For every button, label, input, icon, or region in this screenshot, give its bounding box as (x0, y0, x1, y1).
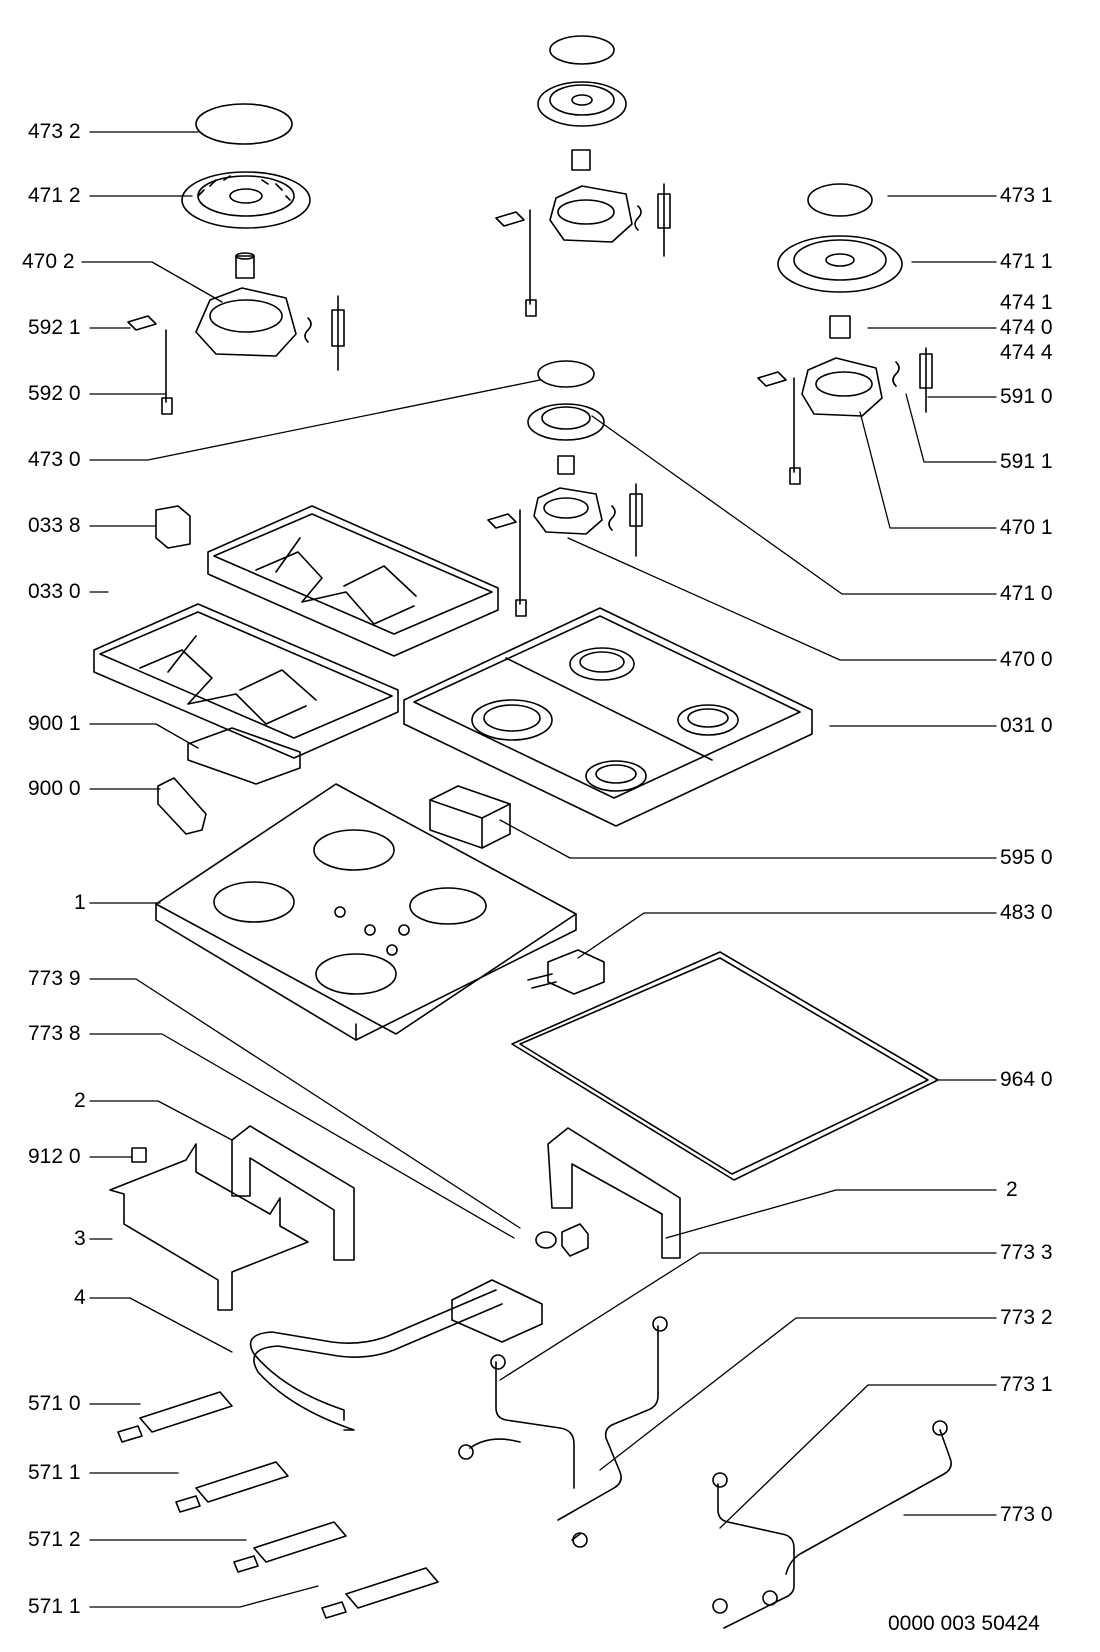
burner-right-group (757, 183, 933, 485)
hob-top-panel (403, 607, 813, 827)
label-773-9: 773 9 (28, 967, 81, 990)
label-571-2: 571 2 (28, 1528, 81, 1551)
brackets (109, 1125, 681, 1311)
gas-manifold (249, 1223, 589, 1431)
label-773-8: 773 8 (28, 1022, 81, 1045)
label-1: 1 (74, 891, 86, 914)
label-483-0: 483 0 (1000, 901, 1053, 924)
label-474-0: 474 0 (1000, 316, 1053, 339)
label-900-1: 900 1 (28, 712, 81, 735)
seal-gasket (511, 951, 939, 1181)
label-571-1-b: 571 1 (28, 1595, 81, 1618)
burner-left-group (127, 103, 345, 415)
label-474-4: 474 4 (1000, 341, 1053, 364)
leader-lines (81, 131, 997, 1608)
label-2-right: 2 (1006, 1178, 1018, 1201)
label-773-3: 773 3 (1000, 1241, 1053, 1264)
label-474-1: 474 1 (1000, 291, 1053, 314)
label-3: 3 (74, 1227, 86, 1250)
base-pan (155, 783, 577, 1041)
transformer (429, 785, 511, 849)
label-470-1: 470 1 (1000, 516, 1053, 539)
label-470-2: 470 2 (22, 250, 75, 273)
label-591-1: 591 1 (1000, 450, 1053, 473)
label-2-left: 2 (74, 1089, 86, 1112)
label-773-0: 773 0 (1000, 1503, 1053, 1526)
label-470-0: 470 0 (1000, 648, 1053, 671)
label-900-0: 900 0 (28, 777, 81, 800)
burner-center-mid-group (487, 360, 643, 617)
label-571-1-a: 571 1 (28, 1461, 81, 1484)
label-912-0: 912 0 (28, 1145, 81, 1168)
document-id: 0000 003 50424 (888, 1612, 1040, 1635)
label-473-1: 473 1 (1000, 184, 1053, 207)
label-964-0: 964 0 (1000, 1068, 1053, 1091)
label-473-0: 473 0 (28, 448, 81, 471)
label-033-0: 033 0 (28, 580, 81, 603)
label-471-1: 471 1 (1000, 250, 1053, 273)
label-773-2: 773 2 (1000, 1306, 1053, 1329)
label-773-1: 773 1 (1000, 1373, 1053, 1396)
label-595-0: 595 0 (1000, 846, 1053, 869)
small-clips (155, 505, 301, 835)
label-471-2: 471 2 (28, 184, 81, 207)
burner-center-top-group (495, 35, 671, 317)
gas-taps (117, 1391, 439, 1619)
label-592-1: 592 1 (28, 316, 81, 339)
terminal-block (527, 949, 605, 995)
label-591-0: 591 0 (1000, 385, 1053, 408)
label-033-8: 033 8 (28, 514, 81, 537)
label-473-2: 473 2 (28, 120, 81, 143)
label-571-0: 571 0 (28, 1392, 81, 1415)
label-471-0: 471 0 (1000, 582, 1053, 605)
pan-supports (93, 505, 499, 759)
label-592-0: 592 0 (28, 382, 81, 405)
label-4: 4 (74, 1286, 86, 1309)
injector-pipes (458, 1316, 952, 1629)
label-031-0: 031 0 (1000, 714, 1053, 737)
